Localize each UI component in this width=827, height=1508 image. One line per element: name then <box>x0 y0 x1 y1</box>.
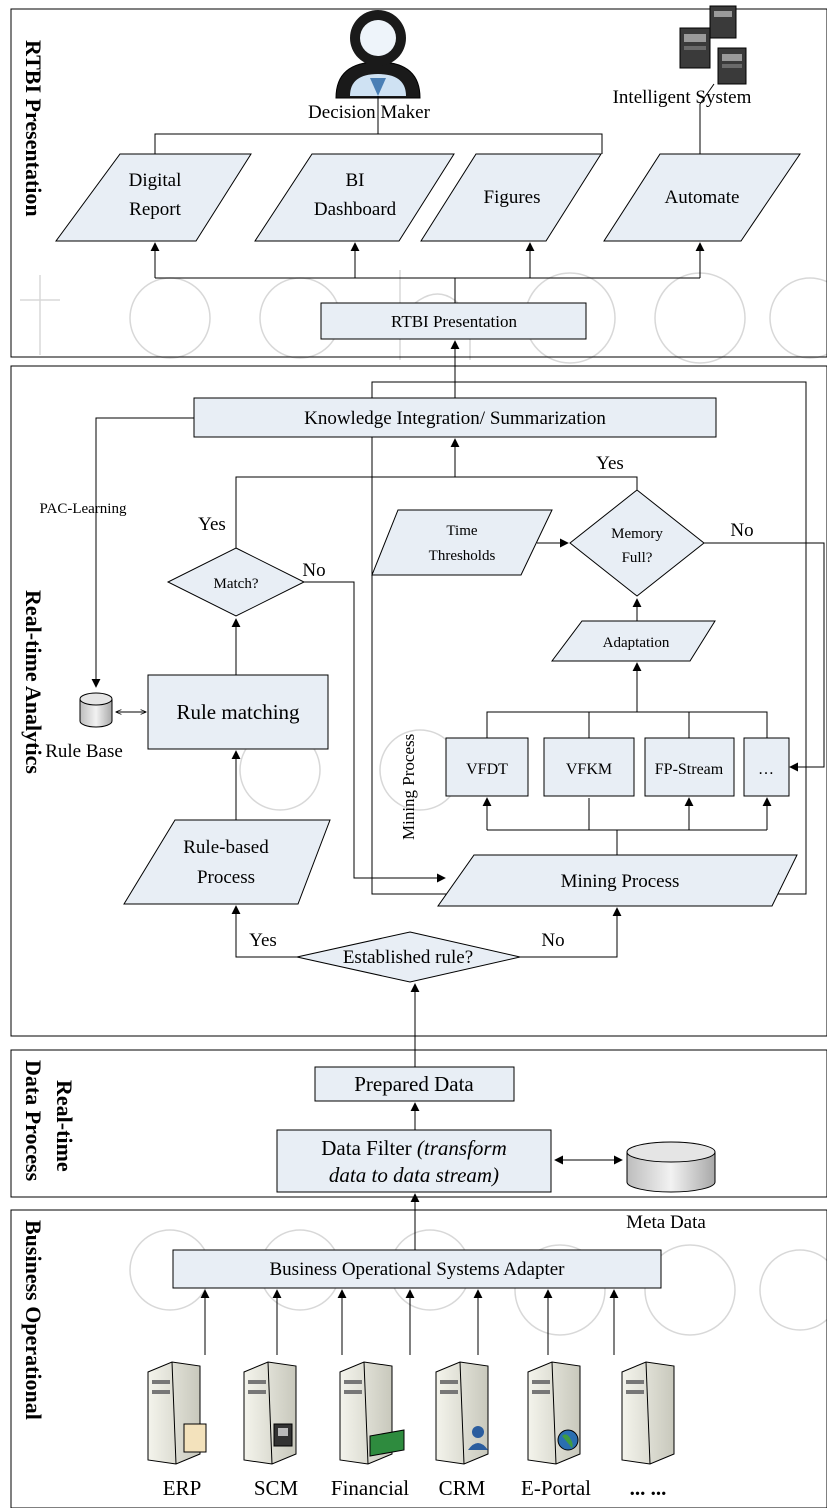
data-filter-label-1-italic: (transform <box>417 1136 507 1160</box>
more-server-icon <box>621 1361 675 1465</box>
established-rule-label: Established rule? <box>343 947 473 968</box>
adaptation-shape[interactable] <box>551 620 716 662</box>
fp-stream-label: FP-Stream <box>655 761 724 778</box>
intelligent-system-icon <box>679 5 747 85</box>
rule-base-label: Rule Base <box>45 741 123 762</box>
section-title-business: Business Operational <box>21 1220 46 1420</box>
e-portal-label: E-Portal <box>521 1476 591 1500</box>
digital-report-label-1: Digital <box>129 170 182 191</box>
mining-process-shape[interactable] <box>437 854 798 907</box>
decision-maker-label: Decision Maker <box>308 102 431 123</box>
bi-dashboard-shape[interactable] <box>254 153 455 242</box>
meta-data-icon <box>626 1141 716 1193</box>
erp-server-icon <box>147 1361 207 1465</box>
time-thresholds-label-2: Thresholds <box>429 548 496 564</box>
analytics-frame <box>10 365 827 1037</box>
data-filter-label-1: Data Filter (transform <box>321 1136 507 1160</box>
mining-process-vertical-label: Mining Process <box>399 734 418 840</box>
vfkm-box[interactable] <box>543 737 635 797</box>
vfdt-box[interactable] <box>445 737 529 797</box>
established-no-label: No <box>541 930 564 951</box>
intelligent-system-label: Intelligent System <box>613 87 752 108</box>
business-frame <box>10 1209 827 1508</box>
memory-full-label-1: Memory <box>611 526 663 542</box>
rule-matching-label: Rule matching <box>176 700 300 724</box>
data-filter-box[interactable] <box>276 1129 552 1193</box>
rtbi-presentation-box[interactable] <box>320 302 587 340</box>
adaptation-label: Adaptation <box>603 635 670 651</box>
vfkm-label: VFKM <box>566 761 612 778</box>
crm-server-icon <box>435 1361 489 1465</box>
meta-data-label: Meta Data <box>626 1212 706 1233</box>
figures-shape[interactable] <box>420 153 602 242</box>
vfdt-label: VFDT <box>466 761 508 778</box>
more-algorithms-label: … <box>758 761 774 778</box>
adapter-label: Business Operational Systems Adapter <box>270 1259 566 1280</box>
financial-server-icon <box>339 1361 405 1465</box>
knowledge-integration-label: Knowledge Integration/ Summarization <box>304 408 606 429</box>
rule-based-process-shape[interactable] <box>123 819 331 905</box>
automate-label: Automate <box>665 187 740 208</box>
algorithm-boxes: VFDT VFKM FP-Stream … <box>445 737 790 797</box>
section-title-presentation: RTBI Presentation <box>21 40 46 217</box>
figures-label: Figures <box>484 187 541 208</box>
section-title-data-process-line2: Data Process <box>21 1060 46 1182</box>
match-diamond[interactable] <box>166 547 306 617</box>
rule-based-process-label-1: Rule-based <box>183 837 269 858</box>
user-icon <box>335 10 421 99</box>
more-algorithms-box[interactable] <box>743 737 790 797</box>
memory-full-diamond[interactable] <box>569 489 705 597</box>
bi-dashboard-label-1: BI <box>346 170 365 191</box>
rule-based-process-label-2: Process <box>197 867 255 888</box>
section-title-data-process-line1: Real-time <box>52 1080 77 1172</box>
adapter-input-arrows <box>200 1289 619 1355</box>
established-rule-diamond[interactable] <box>296 931 521 983</box>
match-label: Match? <box>214 576 259 592</box>
financial-label: Financial <box>331 1476 409 1500</box>
memory-no-label: No <box>730 520 753 541</box>
fp-stream-box[interactable] <box>644 737 735 797</box>
rtbi-presentation-label: RTBI Presentation <box>391 312 517 331</box>
automate-shape[interactable] <box>603 153 801 242</box>
bi-dashboard-label-2: Dashboard <box>314 199 397 220</box>
mining-process-label: Mining Process <box>561 871 680 892</box>
memory-full-label-2: Full? <box>622 550 653 566</box>
time-thresholds-label-1: Time <box>446 523 477 539</box>
match-no-label: No <box>302 560 325 581</box>
prepared-data-box[interactable] <box>314 1066 515 1102</box>
digital-report-shape[interactable] <box>55 153 252 242</box>
section-title-analytics: Real-time Analytics <box>21 590 46 774</box>
scm-label: SCM <box>254 1476 299 1500</box>
rule-base-icon <box>79 692 113 728</box>
erp-label: ERP <box>163 1476 202 1500</box>
yes-left-label: Yes <box>198 514 226 535</box>
adapter-box[interactable] <box>172 1249 662 1289</box>
more-systems-label: ... ... <box>630 1476 667 1500</box>
e-portal-server-icon <box>527 1361 581 1465</box>
presentation-frame <box>10 8 827 358</box>
data-filter-label-2: data to data stream) <box>329 1163 499 1187</box>
established-yes-label: Yes <box>249 930 277 951</box>
time-thresholds-shape[interactable] <box>371 509 553 576</box>
crm-label: CRM <box>439 1476 486 1500</box>
scm-server-icon <box>243 1361 297 1465</box>
rule-matching-box[interactable] <box>147 674 329 750</box>
digital-report-label-2: Report <box>129 199 181 220</box>
knowledge-integration-box[interactable] <box>193 397 717 438</box>
yes-top-label: Yes <box>596 453 624 474</box>
prepared-data-label: Prepared Data <box>354 1072 474 1096</box>
pac-learning-label: PAC-Learning <box>40 501 127 517</box>
data-filter-label-1-plain: Data Filter <box>321 1136 417 1160</box>
